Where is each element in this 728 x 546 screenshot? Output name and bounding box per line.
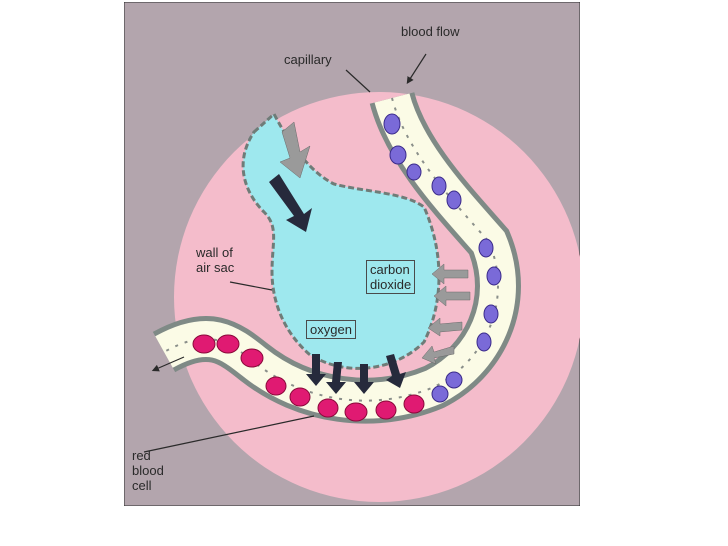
oxygen-arrow xyxy=(326,362,346,394)
blood-cell xyxy=(445,371,463,389)
red-blood-cell xyxy=(375,400,397,420)
alveolus-illustration xyxy=(124,2,580,506)
co2-arrow xyxy=(433,285,471,307)
oxygen-arrow xyxy=(354,364,374,394)
oxygenated-cells xyxy=(192,334,425,422)
red-blood-cell xyxy=(289,387,311,407)
red-blood-cell-line1: red xyxy=(132,448,151,463)
deoxygenated-cells xyxy=(383,113,502,403)
oxygen-arrows xyxy=(269,174,406,394)
oxygen-arrow xyxy=(269,174,312,232)
oxygen-arrow xyxy=(386,354,406,388)
capillary-pointer xyxy=(345,69,371,93)
blood-cell xyxy=(406,163,422,181)
red-blood-cell xyxy=(317,398,339,418)
blood-cell xyxy=(446,190,462,210)
red-blood-cell xyxy=(344,402,368,422)
red-cell-pointer xyxy=(143,415,315,453)
red-blood-cell xyxy=(240,348,264,368)
wall-of-air-sac-line1: wall of xyxy=(196,245,233,260)
co2-arrow xyxy=(279,121,311,179)
capillary-label: capillary xyxy=(284,52,332,67)
blood-cell xyxy=(483,304,499,324)
co2-arrow xyxy=(427,317,463,337)
oxygen-arrow xyxy=(306,354,326,386)
leader-lines xyxy=(143,53,427,453)
blood-cell xyxy=(431,176,447,196)
blood-cell xyxy=(476,332,492,352)
red-blood-cell xyxy=(192,334,216,354)
red-blood-cell xyxy=(403,394,425,414)
carbon-dioxide-line1: carbon xyxy=(370,262,410,277)
carbon-dioxide-label: carbon dioxide xyxy=(366,260,416,294)
alveolus-diagram: blood flow capillary wall of air sac car… xyxy=(124,2,580,506)
blood-cell xyxy=(383,113,401,135)
blood-cell xyxy=(389,145,407,165)
blood-cell xyxy=(486,266,502,286)
wall-of-air-sac-label: wall of air sac xyxy=(196,245,234,275)
oxygen-label: oxygen xyxy=(306,320,356,339)
air-sac-pointer xyxy=(229,281,273,291)
red-blood-cell-line2: blood xyxy=(132,463,164,478)
co2-arrows xyxy=(279,121,471,365)
wall-of-air-sac-line2: air sac xyxy=(196,260,235,275)
co2-arrow xyxy=(431,263,469,285)
outflow-pointer xyxy=(151,356,185,372)
air-sac xyxy=(241,111,441,370)
red-blood-cell xyxy=(216,334,240,354)
red-blood-cell-label: red blood cell xyxy=(132,448,164,493)
red-blood-cell-line3: cell xyxy=(132,478,152,493)
co2-arrow xyxy=(421,345,455,365)
blood-flow-pointer xyxy=(406,53,427,85)
carbon-dioxide-line2: dioxide xyxy=(370,277,412,292)
blood-flow-label: blood flow xyxy=(401,24,460,39)
red-blood-cell xyxy=(265,376,287,396)
blood-cell xyxy=(431,385,449,403)
blood-cell xyxy=(478,238,494,258)
